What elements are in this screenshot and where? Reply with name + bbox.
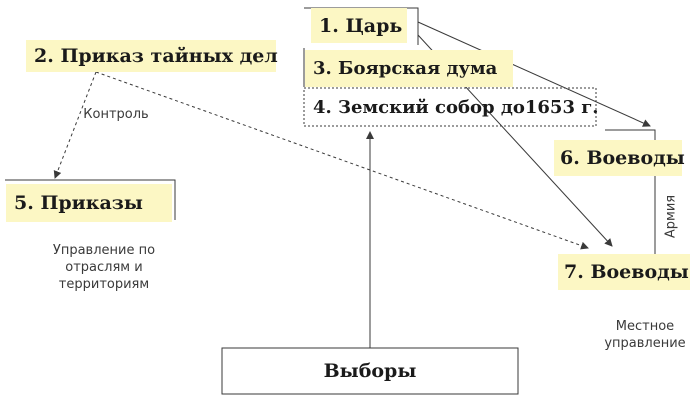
caption-sector-line-1: Управление по (52, 243, 156, 258)
prikazy-bracket (5, 179, 176, 220)
node-zemsky-sobor: 4. Земский собор до1653 г. (313, 97, 599, 118)
zemsky-sobor-frame (303, 87, 597, 127)
arrow-tsar-to-army-voevody (417, 21, 651, 127)
caption-local-management: Местное управление (590, 318, 700, 352)
arrow-secret-to-prikazy (53, 71, 97, 179)
node-tsar: 1. Царь (311, 8, 407, 43)
node-elections: Выборы (323, 360, 417, 382)
army-bracket (605, 129, 656, 265)
caption-local-line-1: Местное (615, 319, 675, 334)
caption-army: Армия (663, 194, 679, 239)
caption-sector-line-2: отраслям и (65, 260, 143, 275)
elections-frame (221, 347, 519, 395)
caption-sector-line-3: территориям (58, 277, 150, 292)
caption-local-line-2: управление (604, 336, 686, 351)
caption-sector-management: Управление по отраслям и территориям (14, 242, 194, 293)
node-secret-affairs: 2. Приказ тайных дел (26, 40, 278, 72)
node-boyar-duma: 3. Боярская дума (305, 50, 513, 87)
node-voevody-local: 7. Воеводы (558, 254, 690, 290)
caption-control: Контроль (83, 107, 149, 122)
node-prikazy: 5. Приказы (6, 184, 172, 222)
node-voevody-army: 6. Воеводы (554, 140, 685, 176)
